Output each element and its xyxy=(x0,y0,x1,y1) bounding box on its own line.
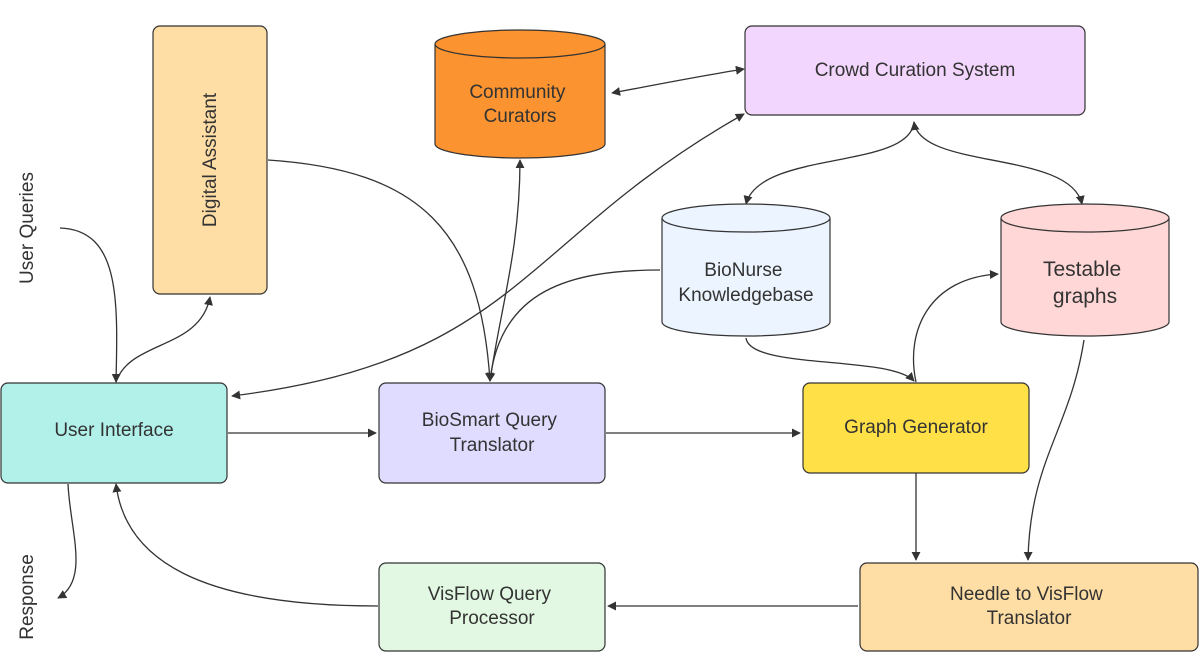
svg-text:Needle to VisFlow Transl: Needle to VisFlow Translator xyxy=(950,584,1108,629)
edge-crowd-ui xyxy=(231,113,745,400)
edge-crowd-testable xyxy=(910,121,1085,205)
crowd-curation-box xyxy=(744,25,1086,116)
community-curators-line-2: Curators xyxy=(484,106,557,127)
svg-text:Graph Generator: Graph Generator xyxy=(844,417,988,438)
edges xyxy=(57,65,1085,611)
biosmart-line-1: BioSmart Query xyxy=(422,410,558,431)
svg-text:User Interface: User Interface xyxy=(54,420,173,441)
node-biosmart-query-translator: BioSmart Query Translator xyxy=(378,382,606,484)
node-user-interface: User Interface xyxy=(0,382,228,484)
svg-text:Community Curators: Community Curators xyxy=(469,82,570,127)
node-bionurse-knowledgebase: BioNurse Knowledgebase xyxy=(661,203,831,337)
needle-line-2: Translator xyxy=(987,608,1072,629)
cylinder-top xyxy=(434,29,606,59)
visflow-box xyxy=(378,562,606,652)
testable-graphs-line-1: Testable xyxy=(1043,258,1121,281)
node-crowd-curation-system: Crowd Curation System xyxy=(744,25,1086,116)
graph-generator-box xyxy=(802,382,1030,474)
edge-biosmart-curators xyxy=(489,159,525,382)
cylinder-body xyxy=(1000,218,1170,337)
graph-generator-label: Graph Generator xyxy=(844,417,988,438)
bionurse-line-2: Knowledgebase xyxy=(678,285,813,306)
bionurse-line-1: BioNurse xyxy=(704,260,782,281)
svg-text:Testable graphs: Testable graphs xyxy=(1043,258,1127,308)
node-needle-to-visflow-translator: Needle to VisFlow Translator xyxy=(859,562,1199,652)
cylinder-body xyxy=(661,218,831,337)
digital-assistant-label: Digital Assistant xyxy=(200,92,221,227)
user-interface-box xyxy=(0,382,228,484)
needle-box xyxy=(859,562,1199,652)
digital-assistant-box xyxy=(152,25,268,295)
needle-line-1: Needle to VisFlow xyxy=(950,584,1103,605)
visflow-line-2: Processor xyxy=(449,608,535,629)
edge-bionurse-biosmart xyxy=(486,269,661,382)
edge-bionurse-graph xyxy=(745,337,915,382)
edge-crowd-bionurse xyxy=(743,121,915,205)
biosmart-box xyxy=(378,382,606,484)
response-label: Response xyxy=(17,554,38,640)
community-curators-line-1: Community xyxy=(469,82,566,103)
edge-graph-testable xyxy=(912,269,999,383)
node-digital-assistant: Digital Assistant xyxy=(152,25,268,295)
visflow-line-1: VisFlow Query xyxy=(428,584,552,605)
edge-ui-assistant xyxy=(115,296,213,383)
user-queries-label: User Queries xyxy=(17,172,38,284)
crowd-curation-line-1: Crowd Curation System xyxy=(815,60,1016,81)
cylinder-top xyxy=(1000,203,1170,233)
edge-curators-crowd xyxy=(611,65,745,96)
cylinder-body xyxy=(434,44,606,159)
edge-queries-ui xyxy=(59,227,121,383)
node-graph-generator: Graph Generator xyxy=(802,382,1030,474)
edge-testable-needle xyxy=(1023,339,1085,561)
cylinder-top xyxy=(661,203,831,233)
svg-text:Digital Assistant: Digital Assistant xyxy=(200,92,221,227)
testable-graphs-line-2: graphs xyxy=(1053,285,1117,308)
edge-ui-response xyxy=(57,483,77,599)
svg-text:BioNurse Knowledgebase: BioNurse Knowledgebase xyxy=(678,260,813,306)
biosmart-line-2: Translator xyxy=(450,435,535,456)
edge-assistant-biosmart xyxy=(267,159,494,382)
edge-visflow-ui xyxy=(112,483,379,607)
node-community-curators: Community Curators xyxy=(434,29,606,159)
svg-text:BioSmart Query Translato: BioSmart Query Translator xyxy=(422,410,562,456)
svg-text:VisFlow Query Processor: VisFlow Query Processor xyxy=(428,584,556,629)
svg-text:Crowd Curation System: Crowd Curation System xyxy=(815,60,1016,81)
node-visflow-query-processor: VisFlow Query Processor xyxy=(378,562,606,652)
user-interface-label: User Interface xyxy=(54,420,173,441)
node-testable-graphs: Testable graphs xyxy=(1000,203,1170,337)
